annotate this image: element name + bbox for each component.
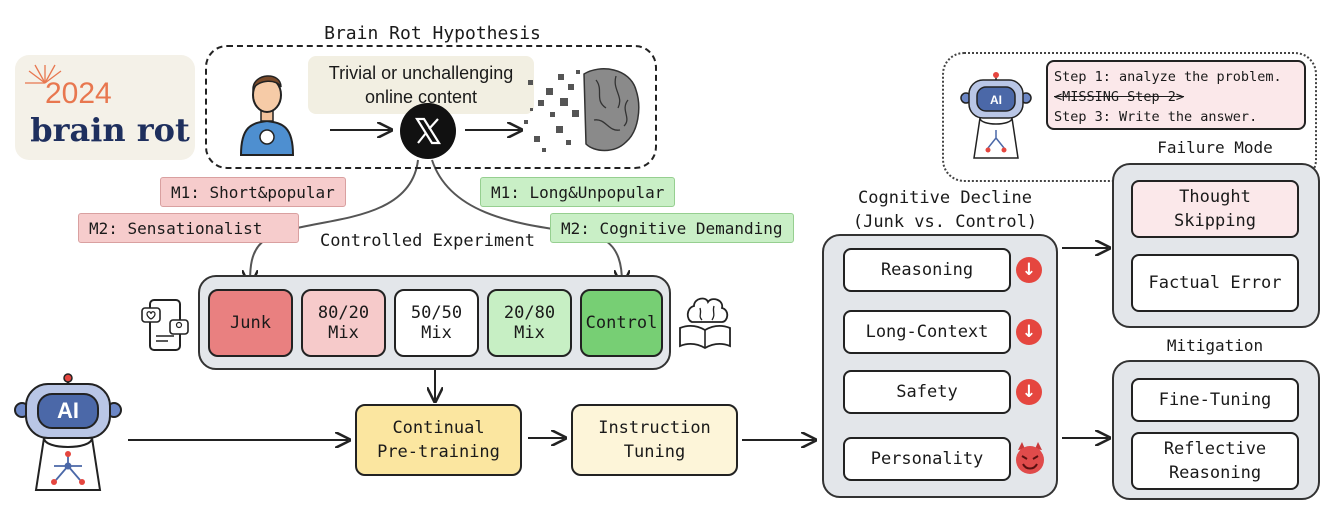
dissolving-brain-icon (524, 68, 640, 152)
mix-control-label: Control (585, 313, 658, 333)
brain-rot-logo: 2024 brain rot (15, 55, 195, 160)
book-brain-icon (679, 297, 731, 350)
down-arrow-icon: ↓ (1016, 257, 1042, 283)
failure-title: Failure Mode (1157, 137, 1273, 157)
hypothesis-box (205, 45, 657, 169)
decline-title-line1: Cognitive Decline (858, 188, 1032, 208)
devil-face-icon (1016, 442, 1044, 474)
mix-20-80[interactable]: 20/80 Mix (487, 289, 572, 357)
logo-text: brain rot (30, 111, 190, 149)
mix-80-20[interactable]: 80/20 Mix (301, 289, 386, 357)
mitigation-reflective-reasoning[interactable]: Reflective Reasoning (1131, 432, 1299, 490)
robot-ai-label: AI (57, 398, 79, 423)
decline-safety[interactable]: Safety (843, 370, 1011, 414)
experiment-title: Controlled Experiment (320, 229, 535, 253)
decline-long-context[interactable]: Long-Context (843, 310, 1011, 354)
thought-step-1: Step 1: analyze the problem. (1054, 69, 1282, 85)
control-metric-m1: M1: Long&Unpopular (480, 177, 676, 207)
failure-thought-skipping-label: Thought Skipping (1174, 187, 1256, 231)
mitigation-fine-tuning-label: Fine-Tuning (1158, 390, 1272, 410)
thought-steps-bubble: Step 1: analyze the problem. <MISSING St… (1046, 60, 1306, 130)
decline-title-line2: (Junk vs. Control) (852, 212, 1038, 232)
down-arrow-icon: ↓ (1016, 379, 1042, 405)
continual-pretraining-box[interactable]: Continual Pre-training (355, 404, 522, 476)
junk-metric-m2: M2: Sensationalist (78, 213, 299, 243)
hypothesis-title: Brain Rot Hypothesis (324, 22, 541, 44)
failure-thought-skipping[interactable]: Thought Skipping (1131, 180, 1299, 238)
mix-20-80-label: 20/80 Mix (503, 303, 556, 343)
mix-50-50-label: 50/50 Mix (410, 303, 463, 343)
decline-long-context-label: Long-Context (865, 322, 989, 342)
failure-factual-error[interactable]: Factual Error (1131, 254, 1299, 312)
mix-junk-label: Junk (230, 313, 271, 333)
continual-pretraining-label: Continual Pre-training (377, 418, 500, 462)
mitigation-title: Mitigation (1166, 335, 1264, 355)
mix-50-50[interactable]: 50/50 Mix (394, 289, 479, 357)
sparkle-icon (25, 64, 62, 84)
junk-metric-m1: M1: Short&popular (160, 177, 346, 207)
person-icon (239, 75, 295, 156)
mix-control[interactable]: Control (580, 289, 663, 357)
mitigation-fine-tuning[interactable]: Fine-Tuning (1131, 378, 1299, 422)
social-media-icon (141, 299, 189, 351)
ai-robot-small-icon: AI (960, 72, 1032, 159)
instruction-tuning-box[interactable]: Instruction Tuning (571, 404, 738, 476)
thought-step-2-missing: <MISSING Step 2> (1054, 89, 1185, 105)
mitigation-reflective-reasoning-label: Reflective Reasoning (1163, 439, 1267, 483)
decline-reasoning-label: Reasoning (880, 260, 974, 280)
control-metric-m2: M2: Cognitive Demanding (550, 213, 794, 243)
decline-reasoning[interactable]: Reasoning (843, 248, 1011, 292)
instruction-tuning-label: Instruction Tuning (598, 418, 711, 462)
mix-80-20-label: 80/20 Mix (317, 303, 370, 343)
failure-factual-error-label: Factual Error (1148, 273, 1282, 293)
ai-robot-icon (14, 373, 122, 491)
decline-personality[interactable]: Personality (843, 437, 1011, 481)
thought-step-3: Step 3: Write the answer. (1054, 109, 1258, 125)
decline-safety-label: Safety (896, 382, 958, 402)
mix-junk[interactable]: Junk (208, 289, 293, 357)
down-arrow-icon: ↓ (1016, 319, 1042, 345)
decline-personality-label: Personality (870, 449, 984, 469)
svg-text:AI: AI (990, 93, 1002, 107)
x-logo-icon[interactable] (400, 103, 456, 159)
logo-year: 2024 (45, 77, 112, 110)
